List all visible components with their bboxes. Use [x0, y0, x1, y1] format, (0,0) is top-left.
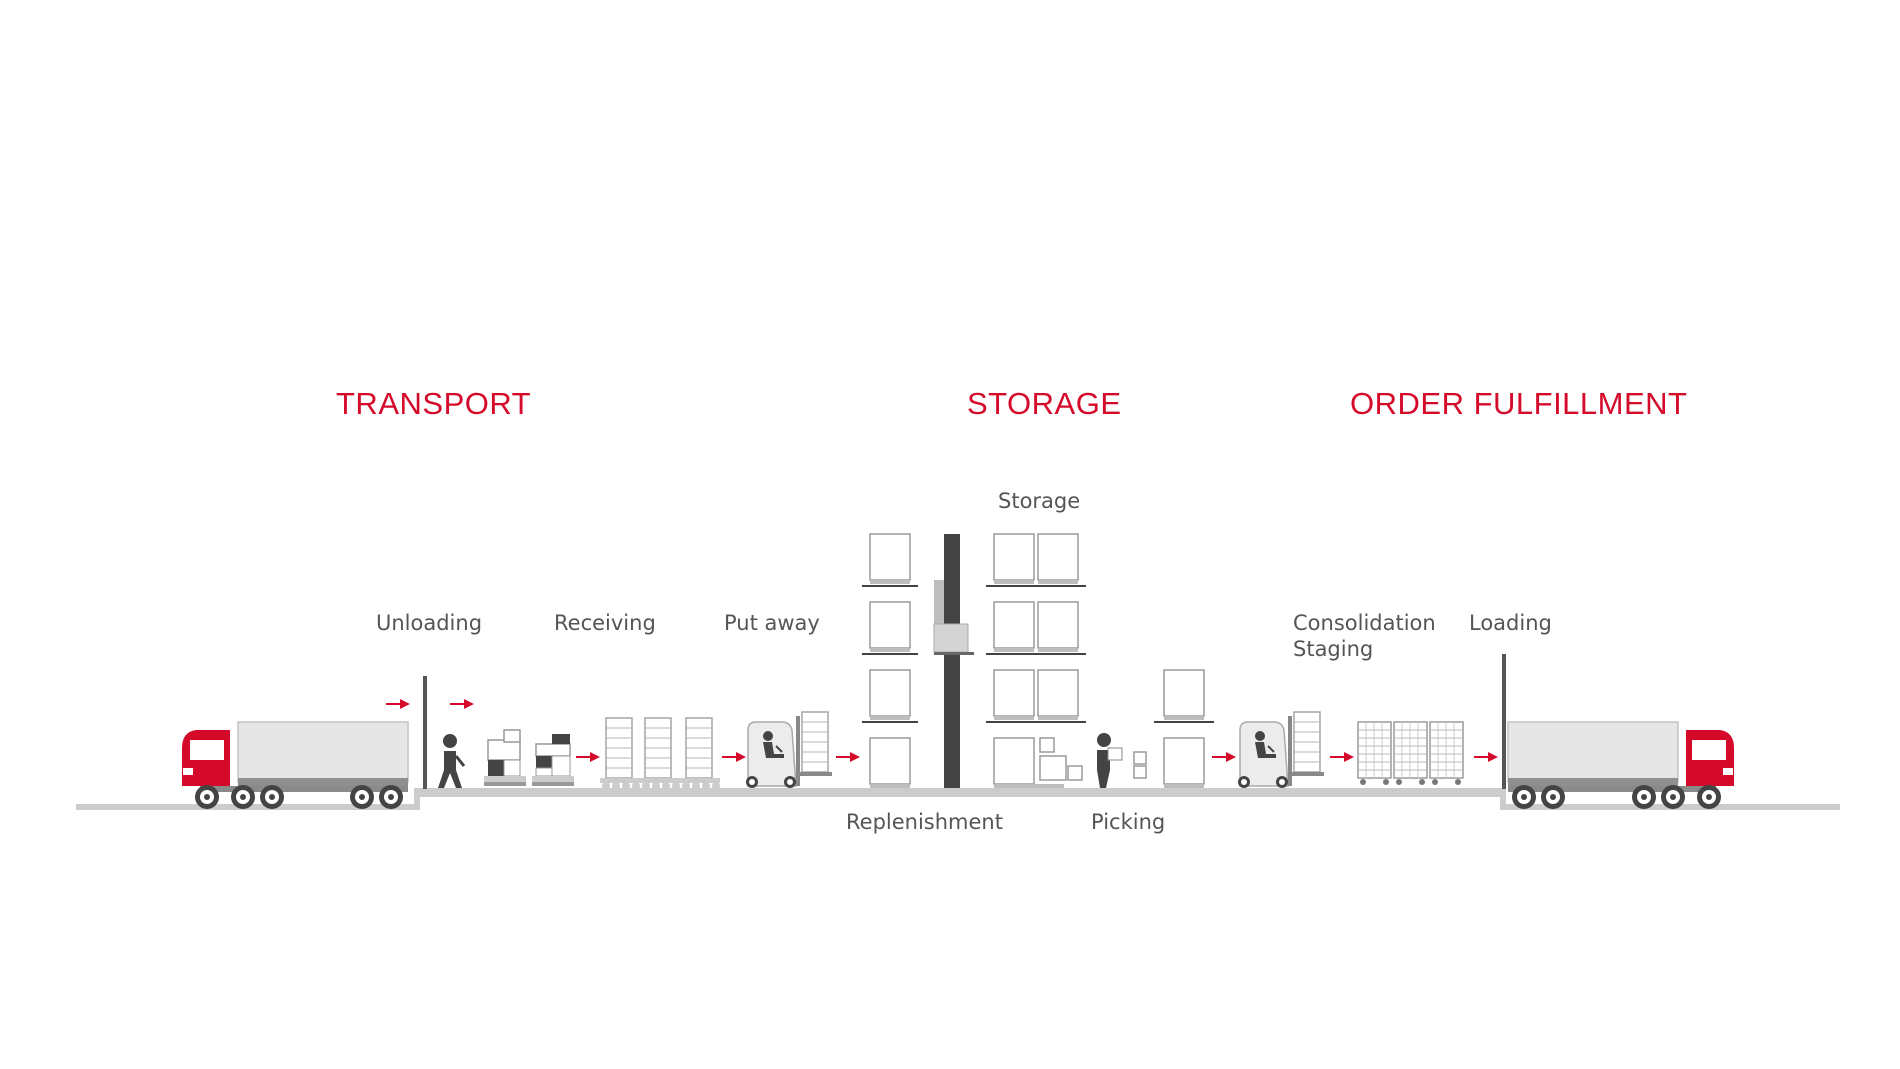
flow-arrow: [1211, 751, 1237, 763]
flow-arrow: [385, 698, 411, 710]
flow-arrow: [835, 751, 861, 763]
flow-arrow: [449, 698, 475, 710]
flow-arrow: [1473, 751, 1499, 763]
step-label-unloading: Unloading: [376, 611, 483, 635]
section-title-order-fulfillment: ORDER FULFILLMENT: [1350, 386, 1688, 421]
flow-arrow: [721, 751, 747, 763]
picking-shelf: [1154, 669, 1214, 789]
storage-rack-left: [862, 533, 918, 789]
step-label-storage: Storage: [998, 489, 1081, 513]
step-label-consolidation: Consolidation: [1293, 611, 1436, 635]
conveyor-crates: [600, 717, 720, 790]
forklift-icon: [746, 711, 832, 788]
step-label-loading: Loading: [1469, 611, 1552, 635]
step-label-receiving: Receiving: [554, 611, 656, 635]
dock-wall-right: [1502, 654, 1506, 789]
section-title-transport: TRANSPORT: [336, 386, 532, 421]
inbound-truck-icon: [182, 721, 409, 809]
step-label-picking: Picking: [1091, 810, 1166, 834]
storage-rack-right: [986, 533, 1086, 789]
stacker-crane-icon: [933, 534, 974, 788]
picker-worker-icon: [1097, 733, 1147, 788]
dock-wall-left: [423, 676, 427, 789]
section-title-storage: STORAGE: [967, 386, 1122, 421]
outbound-truck-icon: [1507, 721, 1734, 809]
consolidation-cages: [1357, 721, 1464, 786]
receiving-carts: [484, 729, 574, 786]
step-label-replenishment: Replenishment: [846, 810, 1003, 834]
worker-icon: [438, 734, 466, 788]
flow-arrow: [1329, 751, 1355, 763]
step-label-staging: Staging: [1293, 637, 1374, 661]
forklift-icon: [1238, 711, 1324, 788]
step-label-put-away: Put away: [724, 611, 820, 635]
flow-arrow: [575, 751, 601, 763]
